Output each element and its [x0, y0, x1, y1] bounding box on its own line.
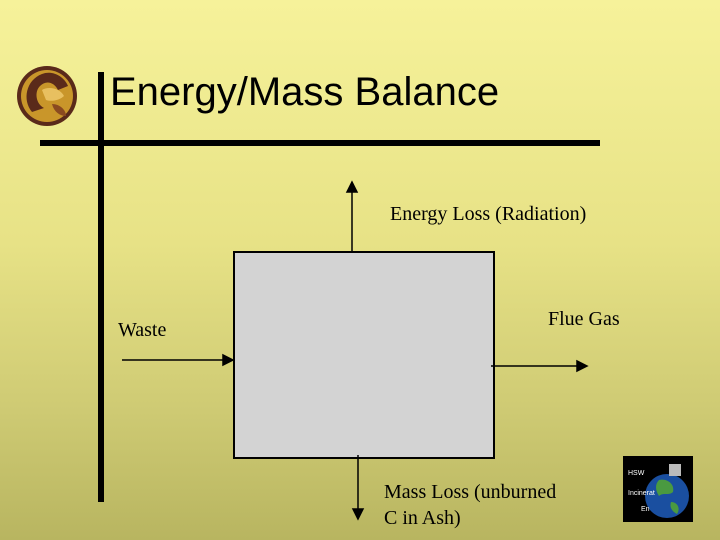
flue-gas-arrowhead: [576, 359, 589, 373]
slide-title: Energy/Mass Balance: [110, 70, 500, 114]
mass-loss-label: Mass Loss (unburned C in Ash): [384, 479, 556, 531]
waste-arrowhead: [222, 353, 235, 367]
vertical-divider: [98, 72, 104, 502]
mass-loss-label-line1: Mass Loss (unburned: [384, 481, 557, 503]
mass-loss-label-line2: C in Ash): [384, 507, 461, 529]
globe-icon: [645, 464, 689, 518]
energy-loss-label: Energy Loss (Radiation): [390, 203, 587, 225]
mass-loss-arrowhead: [351, 508, 365, 521]
course-badge: HSW Incinerat En: [623, 456, 693, 522]
waste-label: Waste: [118, 319, 167, 341]
process-box: [233, 251, 495, 459]
badge-line3: En: [641, 506, 650, 513]
badge-line1: HSW: [628, 470, 645, 477]
flue-gas-label: Flue Gas: [548, 308, 620, 330]
energy-loss-arrowhead: [345, 180, 359, 193]
pegasus-logo-icon: [17, 66, 77, 126]
badge-line2: Incinerat: [628, 490, 655, 497]
horizontal-divider: [40, 140, 600, 146]
